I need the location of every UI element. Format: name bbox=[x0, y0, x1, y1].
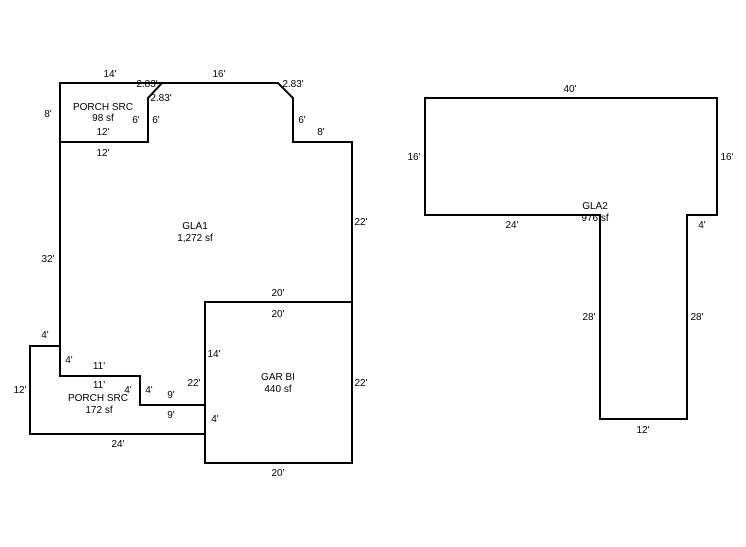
gla2-outline bbox=[424, 97, 718, 420]
porch-upper-size: 98 sf bbox=[92, 113, 114, 124]
dim-label: 8' bbox=[44, 109, 52, 120]
dim-label: 14' bbox=[207, 349, 220, 360]
dim-label: 12' bbox=[13, 385, 26, 396]
dim-label: 12' bbox=[96, 148, 109, 159]
dim-label: 24' bbox=[505, 220, 518, 231]
dim-label: 20' bbox=[271, 468, 284, 479]
porch-upper-outline bbox=[59, 82, 165, 143]
dim-label: 14' bbox=[103, 69, 116, 80]
dim-label: 4' bbox=[65, 355, 73, 366]
dim-label: 2.83' bbox=[282, 79, 303, 90]
dim-label: 16' bbox=[212, 69, 225, 80]
dim-label: 4' bbox=[124, 385, 132, 396]
dim-label: 12' bbox=[96, 127, 109, 138]
gla2-name: GLA2 bbox=[582, 201, 608, 212]
dim-label: 9' bbox=[167, 410, 175, 421]
dim-label: 9' bbox=[167, 390, 175, 401]
dim-label: 20' bbox=[271, 288, 284, 299]
dim-label: 4' bbox=[145, 385, 153, 396]
porch-lower-name: PORCH SRC bbox=[68, 393, 128, 404]
dim-label: 22' bbox=[187, 378, 200, 389]
dim-label: 20' bbox=[271, 309, 284, 320]
gla2-size: 976 sf bbox=[581, 213, 608, 224]
dim-label: 8' bbox=[317, 127, 325, 138]
dim-label: 2.83' bbox=[150, 93, 171, 104]
dim-label: 32' bbox=[41, 254, 54, 265]
dim-label: 28' bbox=[690, 312, 703, 323]
garage-size: 440 sf bbox=[264, 384, 291, 395]
dim-label: 4' bbox=[698, 220, 706, 231]
garage-outline bbox=[204, 301, 353, 464]
dim-label: 11' bbox=[93, 380, 105, 391]
porch-lower-size: 172 sf bbox=[85, 405, 112, 416]
garage-name: GAR BI bbox=[261, 372, 295, 383]
dim-label: 6' bbox=[152, 115, 160, 126]
dim-label: 12' bbox=[636, 425, 649, 436]
gla1-name: GLA1 bbox=[182, 221, 208, 232]
dim-label: 24' bbox=[111, 439, 124, 450]
dim-label: 16' bbox=[720, 152, 733, 163]
dim-label: 4' bbox=[41, 330, 49, 341]
dim-label: 22' bbox=[354, 217, 367, 228]
porch-upper-name: PORCH SRC bbox=[73, 102, 133, 113]
porch-lower-outline bbox=[29, 345, 205, 435]
dim-label: 28' bbox=[582, 312, 595, 323]
dim-label: 11' bbox=[93, 361, 105, 372]
dim-label: 16' bbox=[407, 152, 420, 163]
dim-label: 6' bbox=[132, 115, 140, 126]
dim-label: 6' bbox=[298, 115, 306, 126]
dim-label: 2.83' bbox=[136, 79, 157, 90]
gla1-size: 1,272 sf bbox=[177, 233, 213, 244]
dim-label: 22' bbox=[354, 378, 367, 389]
dim-label: 4' bbox=[211, 414, 219, 425]
dim-label: 40' bbox=[563, 84, 576, 95]
